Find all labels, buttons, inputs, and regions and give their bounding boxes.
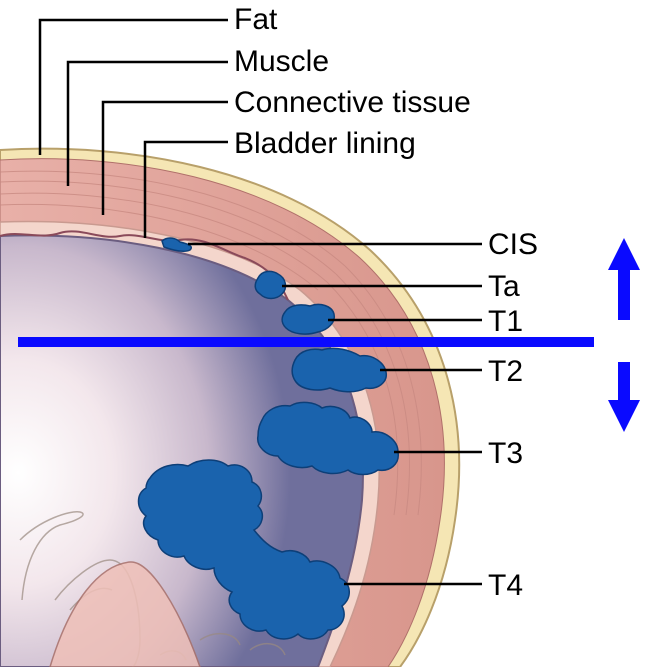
label-fat: Fat bbox=[234, 3, 278, 36]
label-t1: T1 bbox=[488, 305, 523, 338]
label-bladder-lining: Bladder lining bbox=[234, 127, 416, 160]
tumor-ta bbox=[255, 271, 285, 298]
label-ta: Ta bbox=[488, 270, 520, 303]
label-cis: CIS bbox=[488, 228, 538, 261]
label-t2: T2 bbox=[488, 355, 523, 388]
label-connective-tissue: Connective tissue bbox=[234, 86, 471, 119]
label-muscle: Muscle bbox=[234, 45, 329, 78]
label-t4: T4 bbox=[488, 569, 523, 602]
arrow-down-icon bbox=[608, 362, 640, 432]
divider-line bbox=[18, 337, 594, 347]
label-t3: T3 bbox=[488, 437, 523, 470]
arrow-up-icon bbox=[608, 238, 640, 320]
